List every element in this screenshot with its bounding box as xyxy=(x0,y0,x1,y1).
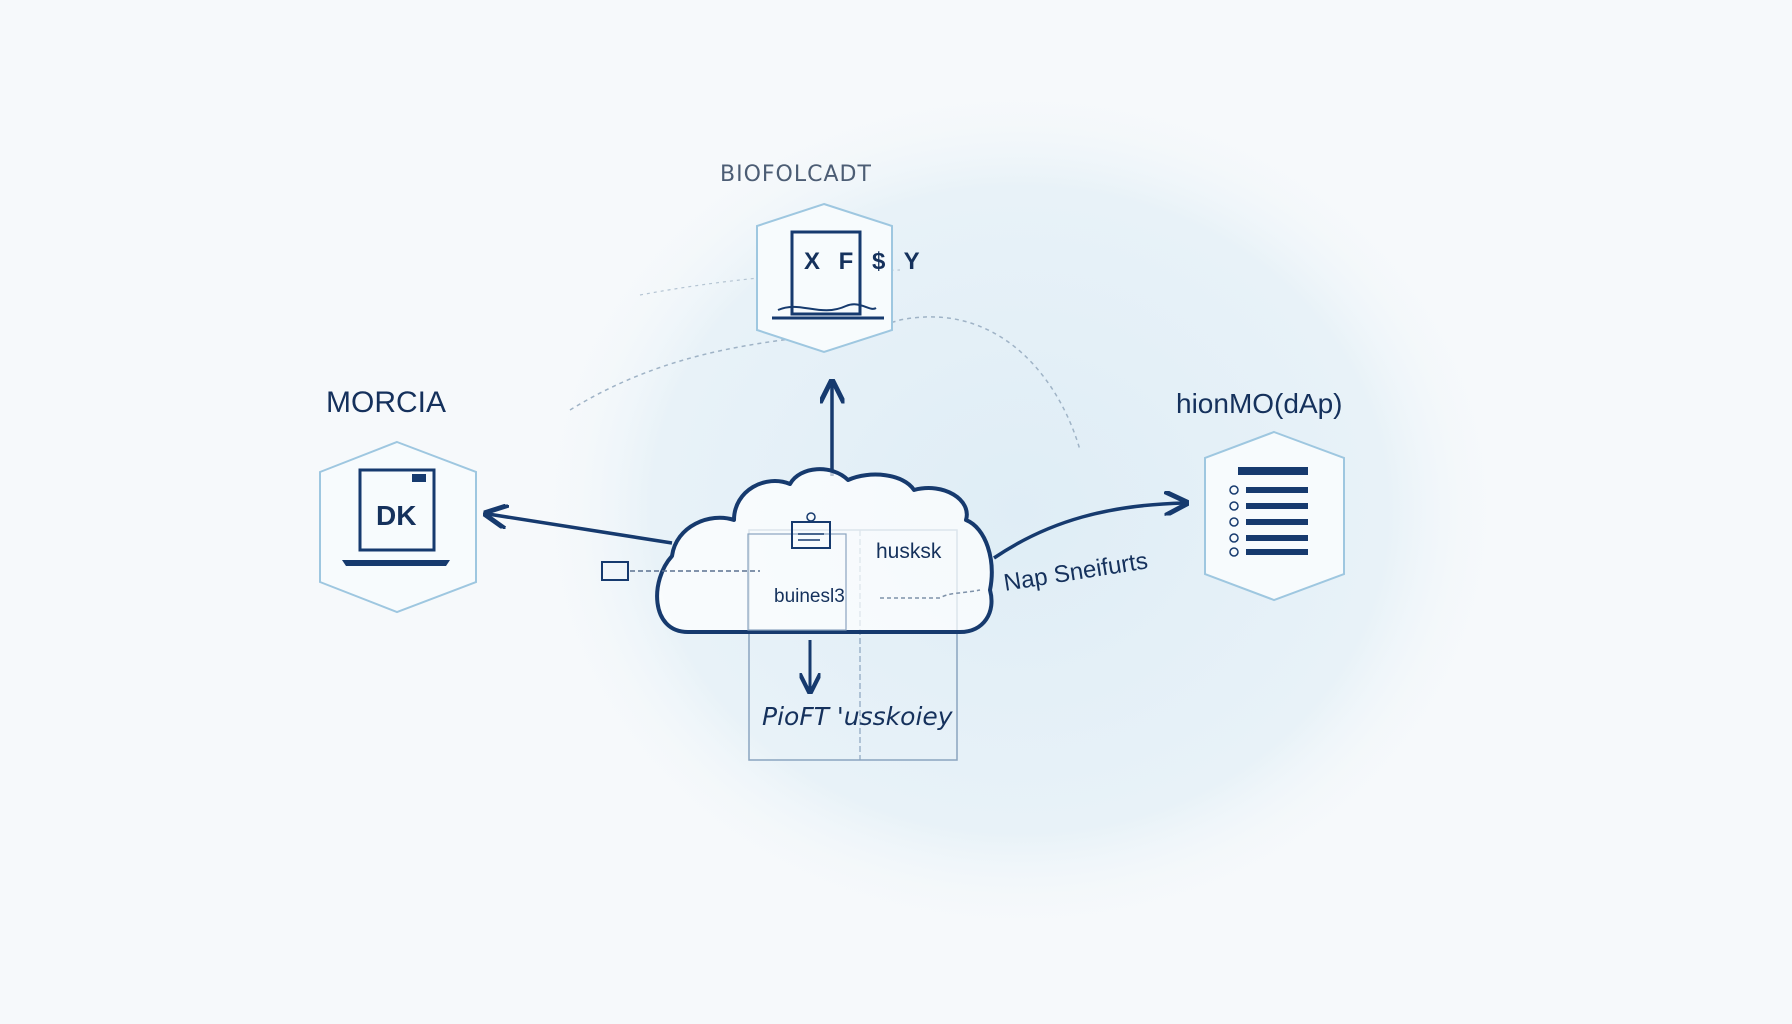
list-bullet xyxy=(1229,501,1239,511)
right-node xyxy=(1204,430,1345,602)
bottom-connector-label: PioFT 'usskoiey xyxy=(762,702,953,731)
top-node xyxy=(756,202,893,354)
background-glow xyxy=(530,80,1510,940)
list-row xyxy=(1246,519,1308,525)
laptop-tab xyxy=(412,474,426,482)
document-icon-pin xyxy=(806,512,816,522)
right-node-hexagon xyxy=(1204,430,1345,602)
list-row xyxy=(1246,503,1308,509)
list-row xyxy=(1246,549,1308,555)
arrow-to-right xyxy=(993,503,1184,560)
right-node-label: hionMO(dAp) xyxy=(1176,388,1343,419)
ledger-wave xyxy=(777,303,877,312)
cloud-label-husk: husksk xyxy=(876,540,942,563)
laptop-icon-text: DK xyxy=(376,500,417,531)
cloud-icon xyxy=(655,467,994,634)
top-node-label: BIOFOLCADT xyxy=(720,162,872,187)
list-bullet xyxy=(1229,517,1239,527)
cloud-inner-frame xyxy=(747,533,847,631)
ledger-icon-text: X F $ Y xyxy=(804,248,926,275)
left-node xyxy=(319,440,477,614)
decorative-dashed-curve xyxy=(569,316,1081,451)
laptop-base xyxy=(342,560,450,566)
document-icon xyxy=(791,521,831,549)
list-document-icon xyxy=(1229,467,1308,557)
laptop-icon xyxy=(358,468,436,552)
document-icon-lines xyxy=(798,533,824,541)
list-bullet xyxy=(1229,533,1239,543)
top-node-hexagon xyxy=(756,202,893,354)
list-bullet xyxy=(1229,547,1239,557)
ledger-document-icon xyxy=(790,230,862,316)
left-node-label: MORCIA xyxy=(326,386,446,419)
list-row xyxy=(1246,487,1308,493)
list-bullet xyxy=(1229,485,1239,495)
list-row xyxy=(1246,535,1308,541)
list-header-bar xyxy=(1238,467,1308,475)
cloud-label-business: buinesl3 xyxy=(774,586,845,607)
arrow-to-left xyxy=(488,514,673,545)
chip-icon xyxy=(601,561,629,581)
